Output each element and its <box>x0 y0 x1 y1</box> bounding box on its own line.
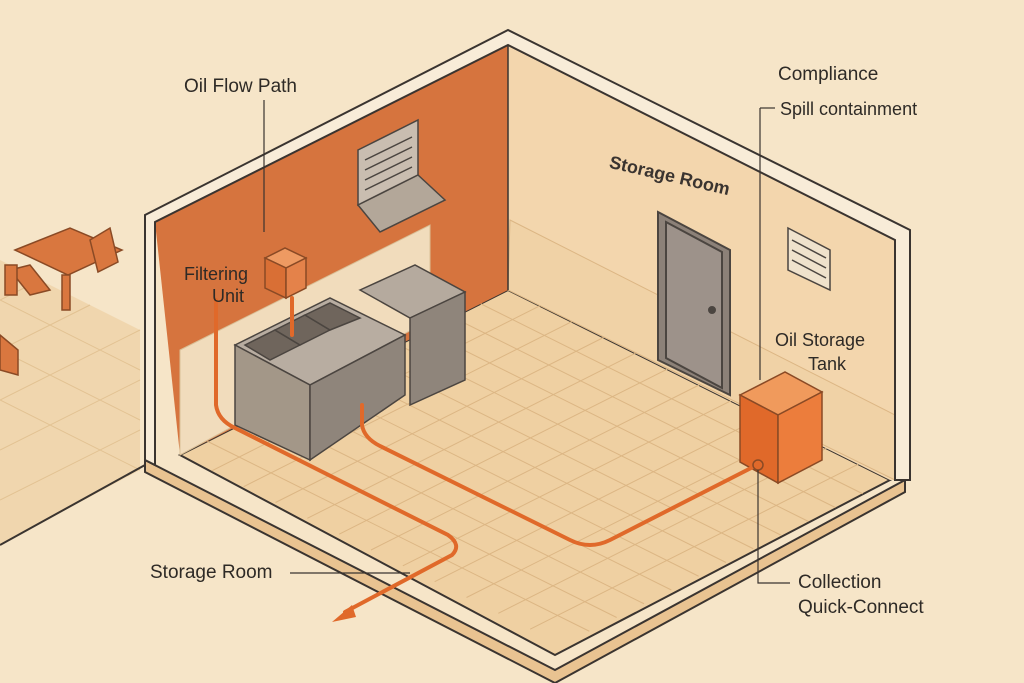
storage-room-bottom-label: Storage Room <box>150 562 273 583</box>
oil-pipes <box>214 296 757 614</box>
flow-arrow-icon <box>332 605 356 622</box>
leader-lines <box>263 100 790 584</box>
oil-storage-tank[interactable] <box>738 371 824 485</box>
floor-tile-line <box>529 463 859 630</box>
filtering-unit-box <box>263 247 308 300</box>
floor-tile-line <box>207 440 590 632</box>
filtering-unit-label-line1: Filtering <box>184 264 249 284</box>
oil-flow-path-label: Oil Flow Path <box>184 76 297 97</box>
wall-vent <box>787 226 831 292</box>
fryer-line <box>233 264 467 462</box>
dining-area <box>0 226 146 546</box>
collection-label-line1: Collection <box>798 572 882 593</box>
quick-connect-icon[interactable] <box>752 459 764 471</box>
range-hood <box>356 118 447 233</box>
oil-storage-tank-label-line1: Oil Storage <box>775 330 866 350</box>
spill-containment-label: Spill containment <box>780 99 918 119</box>
collection-label-line2: Quick-Connect <box>798 597 924 618</box>
filtering-unit-label-line2: Unit <box>212 286 245 306</box>
oil-storage-tank-label-line2: Tank <box>808 354 847 374</box>
door[interactable] <box>657 210 731 397</box>
floor-slab <box>144 458 906 683</box>
compliance-label: Compliance <box>778 64 879 85</box>
wall-top-edge <box>144 28 911 481</box>
dining-table <box>0 226 124 376</box>
